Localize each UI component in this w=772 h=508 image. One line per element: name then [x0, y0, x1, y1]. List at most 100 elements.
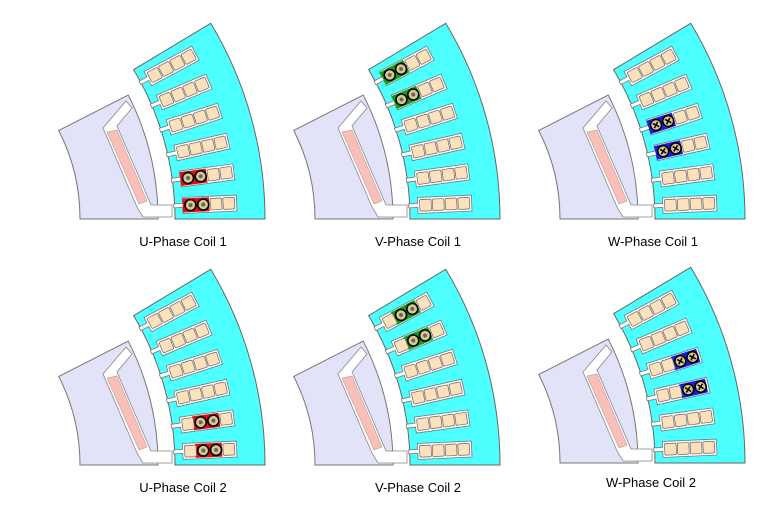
current-out-dot-icon: [186, 176, 191, 181]
conductor-square: [689, 197, 703, 211]
current-in-cross-icon: [684, 386, 692, 393]
current-in-cross-icon: [672, 145, 680, 152]
conductor-square: [205, 105, 220, 121]
conductor-square: [394, 338, 409, 354]
conductor-square: [661, 415, 675, 429]
conductor-square: [222, 443, 236, 456]
conductor-square: [676, 442, 690, 455]
conductor-square: [660, 293, 677, 309]
conductor-square: [648, 361, 664, 377]
conductor-square: [219, 166, 233, 180]
conductor-square: [423, 141, 438, 156]
conductor-square: [180, 49, 197, 65]
conductor-square: [201, 138, 216, 153]
conductor-square: [181, 417, 195, 431]
current-out-dot-icon: [399, 312, 404, 317]
conductor-square: [689, 441, 703, 455]
conductor-square: [403, 363, 419, 379]
permanent-magnet: [586, 373, 628, 449]
conductor-square: [674, 413, 688, 427]
stator-slot: [165, 132, 231, 162]
conductor-square: [660, 49, 677, 65]
conductor-square: [649, 55, 666, 71]
panel-label-v-coil-1: V-Phase Coil 1: [375, 234, 461, 249]
stator-slot: [373, 45, 435, 87]
stator-slot: [138, 291, 200, 333]
conductor-square: [205, 351, 220, 367]
conductor-square: [429, 169, 443, 183]
conductor-square: [662, 82, 678, 98]
conductor-square: [158, 307, 174, 323]
conductor-square: [699, 410, 713, 424]
conductor-square: [209, 197, 223, 211]
conductor-square: [668, 385, 683, 400]
stator-slot: [408, 440, 473, 460]
current-out-dot-icon: [188, 203, 193, 208]
conductor-square: [650, 331, 666, 347]
conductor-square: [656, 388, 671, 403]
current-out-dot-icon: [211, 418, 216, 423]
conductor-square: [436, 138, 451, 153]
conductor-square: [454, 166, 468, 180]
conductor-square: [457, 197, 471, 210]
stator-slot: [393, 102, 458, 136]
stator-slot: [405, 409, 471, 434]
current-in-cross-icon: [664, 117, 672, 125]
current-out-dot-icon: [201, 448, 206, 453]
stator-slot: [158, 348, 223, 382]
motor-panel: [538, 266, 746, 464]
motor-panel: [293, 268, 501, 466]
conductor-square: [169, 301, 186, 317]
conductor-square: [674, 321, 690, 336]
current-out-dot-icon: [399, 97, 404, 102]
stator-slot: [149, 319, 213, 357]
conductor-square: [404, 55, 421, 71]
current-in-cross-icon: [697, 383, 705, 391]
conductor-square: [415, 49, 432, 65]
current-out-dot-icon: [399, 66, 404, 71]
conductor-square: [649, 299, 666, 315]
motor-panel: [538, 22, 746, 220]
stator-slot: [408, 194, 473, 214]
current-in-cross-icon: [652, 121, 660, 129]
panel-label-w-coil-2: W-Phase Coil 2: [605, 475, 697, 490]
conductor-square: [168, 117, 184, 133]
conductor-square: [415, 295, 432, 311]
conductor-square: [673, 109, 688, 125]
conductor-square: [417, 82, 433, 98]
conductor-square: [382, 313, 398, 329]
permanent-magnet: [106, 375, 148, 451]
stator-slot: [158, 102, 223, 136]
conductor-square: [184, 444, 197, 458]
stator-slot: [629, 317, 693, 355]
conductor-square: [188, 387, 203, 402]
conductor-square: [423, 387, 438, 402]
conductor-square: [213, 135, 228, 150]
stator-slot: [173, 440, 238, 460]
stator-slot: [173, 194, 238, 214]
conductor-square: [201, 384, 216, 399]
permanent-magnet: [586, 129, 628, 205]
conductor-square: [448, 135, 463, 150]
conductor-square: [454, 412, 468, 426]
conductor-square: [419, 198, 432, 212]
conductor-square: [147, 67, 163, 83]
stator-slot: [384, 319, 448, 357]
conductor-square: [193, 355, 208, 371]
conductor-square: [676, 198, 690, 211]
stator-slot: [638, 346, 703, 380]
stator-slot: [618, 289, 680, 331]
stator-slot: [400, 378, 466, 408]
stator-slot: [653, 438, 718, 458]
conductor-square: [702, 197, 716, 210]
current-out-dot-icon: [387, 72, 392, 77]
stator-slot: [650, 163, 716, 188]
conductor-square: [168, 363, 184, 379]
panel-label-u-coil-2: U-Phase Coil 2: [139, 480, 227, 495]
current-out-dot-icon: [423, 333, 428, 338]
conductor-square: [411, 390, 426, 405]
stator-slot: [373, 291, 435, 333]
motor-panel: [293, 22, 501, 220]
conductor-square: [674, 169, 688, 183]
